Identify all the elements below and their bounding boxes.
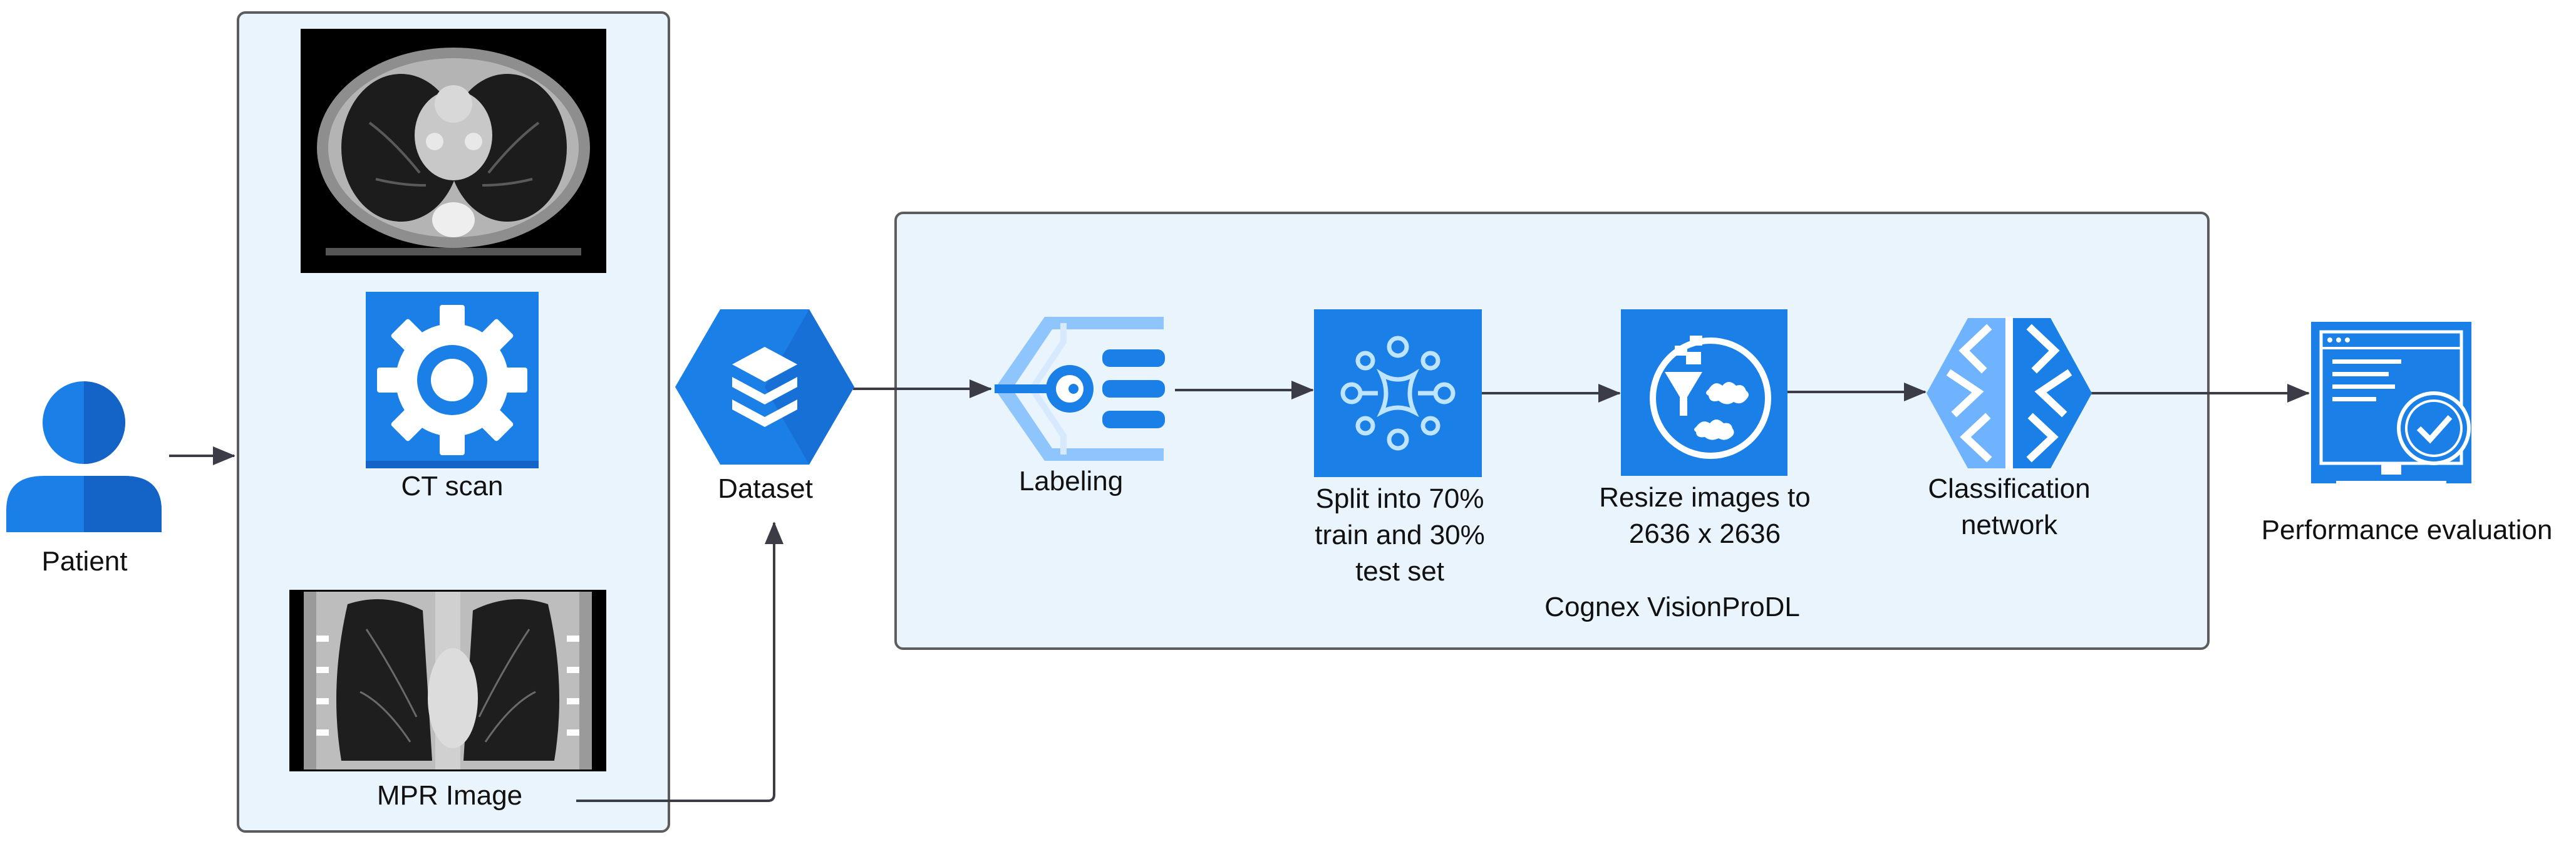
stacked-layers-hexagon-icon [675,309,854,465]
resize-label: Resize images to 2636 x 2636 [1599,482,1811,549]
resize-funnel-icon [1621,309,1787,476]
ct-scan-image [301,29,606,273]
ct-scan-label: CT scan [401,471,504,502]
labeling-label: Labeling [1018,466,1124,497]
classification-label: Classification network [1928,473,2091,540]
network-split-icon [1314,309,1482,477]
mpr-image [289,590,606,771]
brain-circuit-icon [1927,317,2092,470]
monitor-check-icon [2311,322,2471,486]
labeling-target-icon [995,317,1165,461]
split-label: Split into 70% train and 30% test set [1315,483,1485,587]
dataset-label: Dataset [718,473,813,504]
gear-icon [366,292,539,468]
person-icon [6,381,162,532]
performance-label: Performance evaluation [2261,515,2553,545]
cognex-visionprodl-label: Cognex VisionProDL [1544,592,1800,622]
patient-label: Patient [41,546,128,577]
arrow-mpr-to-dataset [576,522,784,802]
mpr-image-label: MPR Image [376,780,523,811]
